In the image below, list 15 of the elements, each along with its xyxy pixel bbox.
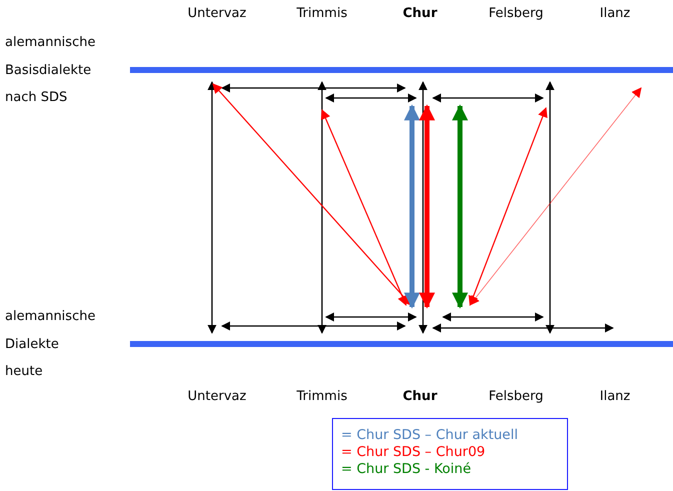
place-label: Untervaz (188, 6, 246, 21)
legend-text: = Chur SDS – Chur09 (341, 444, 486, 460)
place-label: Trimmis (296, 6, 348, 21)
place-label: Ilanz (600, 6, 630, 21)
place-label: Untervaz (188, 389, 246, 404)
place-label: Felsberg (488, 389, 544, 404)
place-label: Trimmis (296, 389, 348, 404)
place-label: Chur (402, 6, 438, 21)
level-label: alemannische Basisdialekte nach SDS (5, 34, 96, 107)
place-label: Ilanz (600, 389, 630, 404)
level-label: alemannische Dialekte heute (5, 308, 96, 381)
place-label: Felsberg (488, 6, 544, 21)
place-label: Chur (402, 389, 438, 404)
legend-text: = Chur SDS – Chur aktuell (341, 427, 518, 443)
legend-text: = Chur SDS - Koiné (341, 461, 472, 477)
